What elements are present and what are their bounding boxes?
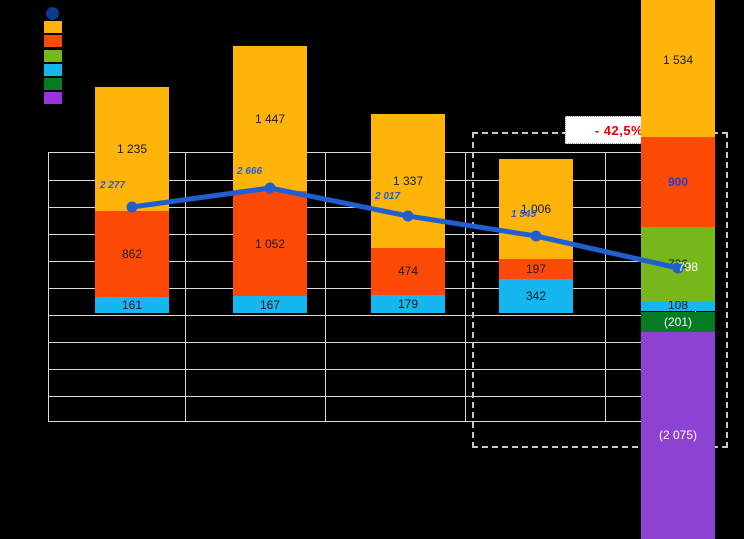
bar-segment-cyan-series[interactable]: 179 — [371, 295, 445, 313]
bar-segment-red-series[interactable]: 1 052 — [233, 191, 307, 297]
bar-segment-label: 161 — [121, 297, 143, 312]
legend-green[interactable] — [44, 49, 204, 63]
vertical-gridline — [325, 153, 326, 421]
bar-segment-label: 179 — [397, 297, 419, 312]
bar-segment-label: 167 — [259, 297, 281, 312]
bar-segment-label: 1 447 — [254, 111, 286, 126]
bar-segment-label: 108 — [667, 297, 689, 312]
chart-legend — [44, 6, 204, 105]
bar-segment-orange-series[interactable]: 1 235 — [95, 87, 169, 211]
bar-segment-label: 474 — [397, 264, 419, 279]
legend-red[interactable] — [44, 34, 204, 48]
bar-segment-cyan-series[interactable]: 342 — [499, 278, 573, 313]
legend-cyan[interactable] — [44, 63, 204, 77]
legend-green-swatch-icon — [44, 49, 62, 62]
total-line-point-label: 2 017 — [375, 191, 401, 202]
stacked-bar[interactable]: 161 862 1 235 — [95, 87, 169, 422]
bar-segment-label: 862 — [121, 246, 143, 261]
horizontal-gridline — [49, 315, 695, 316]
bar-segment-label: 342 — [525, 288, 547, 303]
total-line-point-label: 2 277 — [100, 180, 126, 191]
legend-dark-green-swatch-icon — [44, 78, 62, 91]
total-line-final-label: 798 — [678, 260, 699, 274]
legend-cyan-swatch-icon — [44, 63, 62, 76]
bar-segment-label: 197 — [525, 261, 547, 276]
legend-purple-swatch-icon — [44, 92, 62, 105]
bar-segment-cyan-series[interactable]: 161 — [95, 296, 169, 313]
horizontal-gridline — [49, 396, 695, 397]
bar-segment-label: (2 075) — [658, 428, 698, 443]
bar-segment-label: 1 534 — [662, 53, 694, 68]
total-line-point-label: 1 545 — [511, 209, 537, 220]
chart-canvas: - 42,5% 161 862 1 235 167 1 052 1 447 179 474 1 … — [44, 0, 728, 539]
legend-red-swatch-icon — [44, 35, 62, 48]
legend-orange-swatch-icon — [44, 21, 62, 34]
delta-callout-label: - 42,5% — [594, 122, 644, 138]
bar-segment-purple-series[interactable]: (2 075) — [641, 331, 715, 539]
vertical-gridline — [185, 153, 186, 421]
vertical-gridline — [605, 153, 606, 421]
bar-segment-orange-series[interactable]: 1 447 — [233, 46, 307, 192]
bar-segment-label: 1 052 — [254, 236, 286, 251]
legend-dark-green[interactable] — [44, 77, 204, 91]
vertical-gridline — [465, 153, 466, 421]
legend-total-line-swatch-icon — [46, 6, 59, 20]
bar-segment-dark-green-series[interactable]: (201) — [641, 311, 715, 332]
bar-segment-orange-series[interactable]: 1 534 — [641, 0, 715, 138]
bar-segment-red-series[interactable]: 474 — [371, 247, 445, 296]
bar-segment-label: 1 337 — [392, 173, 424, 188]
bar-segment-label: (201) — [663, 314, 692, 329]
bar-segment-label: 1 235 — [116, 141, 148, 156]
bar-segment-cyan-series[interactable]: 167 — [233, 296, 307, 313]
legend-total-line[interactable] — [44, 6, 204, 20]
bar-segment-orange-series[interactable]: 1 337 — [371, 114, 445, 248]
bar-segment-label: 900 — [667, 175, 689, 190]
bar-segment-cyan-series[interactable]: 108 — [641, 297, 715, 312]
bar-segment-red-series[interactable]: 197 — [499, 259, 573, 279]
bar-segment-red-series[interactable]: 900 — [641, 137, 715, 228]
total-line-point-label: 2 666 — [237, 166, 263, 177]
legend-orange[interactable] — [44, 20, 204, 34]
bar-segment-red-series[interactable]: 862 — [95, 210, 169, 297]
legend-purple[interactable] — [44, 91, 204, 105]
horizontal-gridline — [49, 369, 695, 370]
stacked-bar[interactable]: 167 1 052 1 447 — [233, 46, 307, 422]
horizontal-gridline — [49, 342, 695, 343]
